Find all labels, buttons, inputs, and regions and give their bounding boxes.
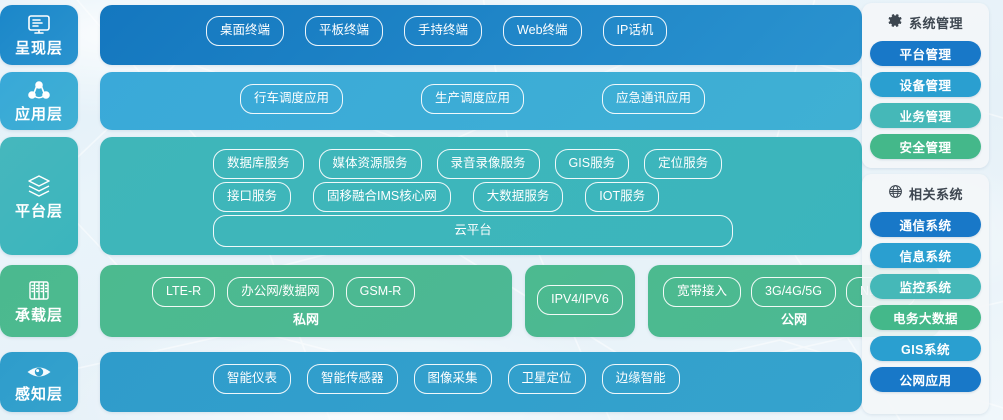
layer-band-platform: 数据库服务 媒体资源服务 录音录像服务 GIS服务 定位服务 接口服务 固移融合… (100, 137, 862, 255)
sidebar-button-label: 安全管理 (899, 141, 952, 155)
sidebar-button-information-system[interactable]: 信息系统 (870, 243, 981, 268)
item-pill[interactable]: 图像采集 (413, 364, 492, 394)
sidebar-button-label: 信息系统 (899, 250, 952, 264)
pill-row-cloud-platform: 云平台 (213, 215, 733, 247)
panel-header: 相关系统 (870, 180, 981, 206)
sidebar: 系统管理 平台管理 设备管理 业务管理 安全管理 (862, 0, 995, 420)
pill-row-services-2: 接口服务 固移融合IMS核心网 大数据服务 IOT服务 (213, 182, 660, 212)
item-pill[interactable]: 边缘智能 (601, 364, 680, 394)
sidebar-button-monitoring-system[interactable]: 监控系统 (870, 274, 981, 299)
bearer-group-private: LTE-R 办公网/数据网 GSM-R 私网 (100, 265, 512, 337)
layer-label: 呈现层 (14, 40, 63, 57)
item-pill[interactable]: 智能仪表 (213, 364, 292, 394)
layer-label: 承载层 (14, 307, 63, 324)
pill-row: 行车调度应用 生产调度应用 应急通讯应用 (240, 84, 706, 114)
item-pill[interactable]: GIS服务 (554, 149, 630, 179)
item-pill[interactable]: 平板终端 (305, 16, 384, 46)
panel-title: 相关系统 (908, 186, 963, 202)
server-rack-icon (25, 279, 53, 303)
item-pill[interactable]: 卫星定位 (507, 364, 586, 394)
item-pill[interactable]: Web终端 (503, 16, 582, 46)
layers-icon (24, 173, 54, 199)
layer-chip-presentation[interactable]: 呈现层 (0, 5, 78, 65)
bearer-group-label: 私网 (292, 312, 319, 327)
architecture-diagram: 呈现层 桌面终端 平板终端 手持终端 Web终端 IP话机 (0, 5, 940, 412)
item-pill[interactable]: 宽带接入 (663, 277, 742, 307)
sidebar-button-gis-system[interactable]: GIS系统 (870, 336, 981, 361)
item-pill[interactable]: 手持终端 (404, 16, 483, 46)
item-pill[interactable]: 行车调度应用 (240, 84, 344, 114)
layer-chip-platform[interactable]: 平台层 (0, 137, 78, 255)
layer-label: 应用层 (14, 106, 63, 123)
item-pill[interactable]: 媒体资源服务 (318, 149, 422, 179)
item-pill[interactable]: IPV4/IPV6 (537, 285, 623, 315)
sidebar-button-label: 监控系统 (899, 281, 952, 295)
sidebar-button-platform-management[interactable]: 平台管理 (870, 41, 981, 66)
item-pill[interactable]: LTE-R (152, 277, 216, 307)
item-pill[interactable]: 办公网/数据网 (227, 277, 334, 307)
pill-row: 智能仪表 智能传感器 图像采集 卫星定位 边缘智能 (213, 364, 680, 394)
pill-row-services-1: 数据库服务 媒体资源服务 录音录像服务 GIS服务 定位服务 (213, 149, 723, 179)
sidebar-button-label: 设备管理 (899, 79, 952, 93)
sidebar-button-label: 平台管理 (899, 48, 952, 62)
layer-band-presentation: 桌面终端 平板终端 手持终端 Web终端 IP话机 (100, 5, 862, 65)
panel-header: 系统管理 (870, 9, 981, 35)
sidebar-button-business-management[interactable]: 业务管理 (870, 103, 981, 128)
layer-chip-bearer[interactable]: 承载层 (0, 265, 78, 337)
layer-band-perception: 智能仪表 智能传感器 图像采集 卫星定位 边缘智能 (100, 352, 862, 412)
item-pill[interactable]: 生产调度应用 (421, 84, 525, 114)
sidebar-button-security-management[interactable]: 安全管理 (870, 134, 981, 159)
network-nodes-icon (26, 80, 52, 102)
item-pill[interactable]: 固移融合IMS核心网 (313, 182, 451, 212)
item-pill[interactable]: 录音录像服务 (436, 149, 540, 179)
layer-label: 平台层 (14, 203, 63, 220)
item-pill[interactable]: GSM-R (345, 277, 416, 307)
item-pill[interactable]: IP话机 (602, 16, 668, 46)
item-pill[interactable]: IOT服务 (585, 182, 660, 212)
eye-icon (25, 362, 53, 382)
layer-chip-application[interactable]: 应用层 (0, 72, 78, 130)
item-pill[interactable]: 接口服务 (213, 182, 292, 212)
layer-row-platform: 平台层 数据库服务 媒体资源服务 录音录像服务 GIS服务 定位服务 接口服务 … (0, 137, 862, 255)
sidebar-button-electrical-big-data[interactable]: 电务大数据 (870, 305, 981, 330)
monitor-icon (26, 14, 52, 36)
item-pill[interactable]: 定位服务 (644, 149, 723, 179)
bearer-group-ipv: IPV4/IPV6 (525, 265, 635, 337)
panel-system-management: 系统管理 平台管理 设备管理 业务管理 安全管理 (862, 3, 989, 168)
sidebar-button-label: 公网应用 (899, 374, 952, 388)
sidebar-button-device-management[interactable]: 设备管理 (870, 72, 981, 97)
item-pill[interactable]: 大数据服务 (472, 182, 564, 212)
item-pill[interactable]: 3G/4G/5G (751, 277, 836, 307)
layer-label: 感知层 (14, 386, 63, 403)
layer-row-bearer: 承载层 LTE-R 办公网/数据网 GSM-R 私网 IPV4/IPV6 (0, 265, 940, 337)
pill-row: LTE-R 办公网/数据网 GSM-R (152, 277, 416, 307)
layer-band-application: 行车调度应用 生产调度应用 应急通讯应用 (100, 72, 862, 130)
layer-row-presentation: 呈现层 桌面终端 平板终端 手持终端 Web终端 IP话机 (0, 5, 862, 65)
pill-row: 桌面终端 平板终端 手持终端 Web终端 IP话机 (206, 16, 668, 46)
globe-icon (888, 184, 903, 202)
layer-row-perception: 感知层 智能仪表 智能传感器 图像采集 卫星定位 边缘智能 (0, 352, 862, 412)
sidebar-button-label: 电务大数据 (892, 312, 958, 326)
sidebar-button-public-network-application[interactable]: 公网应用 (870, 367, 981, 392)
pill-row: IPV4/IPV6 (525, 285, 635, 315)
layer-row-application: 应用层 行车调度应用 生产调度应用 应急通讯应用 (0, 72, 862, 130)
gear-icon (888, 13, 903, 31)
bearer-groups-container: LTE-R 办公网/数据网 GSM-R 私网 IPV4/IPV6 宽带接入 (100, 265, 940, 337)
sidebar-button-communication-system[interactable]: 通信系统 (870, 212, 981, 237)
sidebar-button-label: 业务管理 (899, 110, 952, 124)
panel-title: 系统管理 (908, 15, 963, 31)
item-pill[interactable]: 桌面终端 (206, 16, 285, 46)
item-pill[interactable]: 智能传感器 (307, 364, 398, 394)
bearer-group-label: 公网 (780, 312, 807, 327)
item-pill[interactable]: 数据库服务 (213, 149, 304, 179)
panel-related-systems: 相关系统 通信系统 信息系统 监控系统 电务大数据 GIS系统 公网应用 (862, 174, 989, 414)
sidebar-button-label: GIS系统 (900, 343, 951, 357)
sidebar-button-label: 通信系统 (899, 219, 952, 233)
item-pill-cloud-platform[interactable]: 云平台 (213, 215, 733, 247)
item-pill[interactable]: 应急通讯应用 (602, 84, 706, 114)
layer-chip-perception[interactable]: 感知层 (0, 352, 78, 412)
